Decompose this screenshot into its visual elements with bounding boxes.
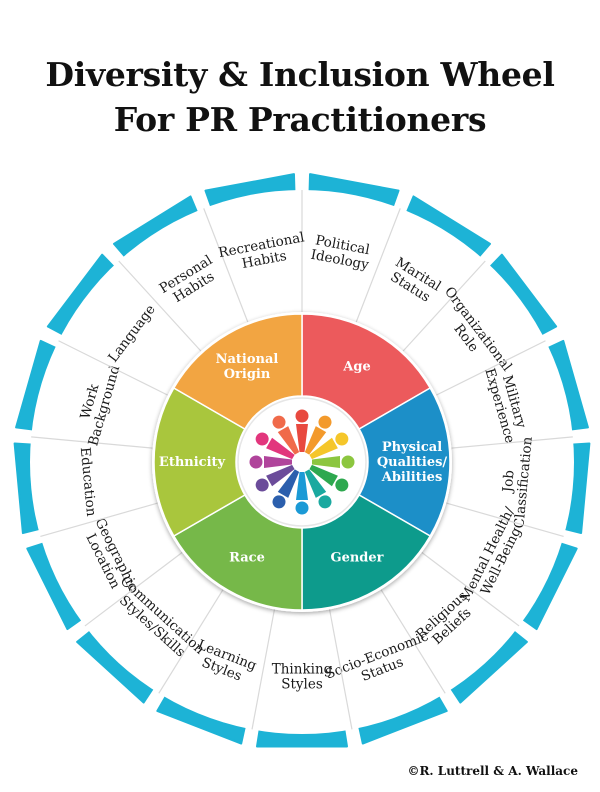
frame-segment: [256, 729, 348, 748]
outer-divider: [203, 208, 249, 323]
outer-divider: [84, 551, 183, 627]
outer-divider: [446, 502, 564, 538]
outer-divider: [355, 208, 401, 323]
outer-divider: [31, 436, 153, 449]
outer-divider: [421, 551, 520, 627]
inner-segment: [172, 313, 303, 431]
outer-divider: [40, 502, 158, 538]
person-icon: [309, 464, 349, 492]
frame-segment: [358, 696, 448, 745]
person-icon: [312, 455, 355, 469]
person-icon: [255, 464, 295, 492]
frame-segment: [522, 542, 578, 631]
title-line-1: Diversity & Inclusion Wheel: [45, 55, 555, 94]
outer-divider: [118, 260, 202, 352]
inner-segment: [358, 386, 451, 538]
outer-divider: [251, 609, 276, 730]
copyright-text: ©R. Luttrell & A. Wallace: [407, 764, 578, 778]
outer-divider: [380, 589, 446, 694]
center-hub: [237, 397, 367, 527]
outer-divider: [58, 340, 168, 396]
inner-segment: [301, 493, 432, 611]
outer-divider: [158, 589, 224, 694]
frame-segment: [308, 173, 400, 207]
center-dot: [296, 456, 308, 468]
frame-segment: [406, 195, 492, 257]
frame-segment: [156, 696, 246, 745]
inner-segment-label: Ethnicity: [159, 455, 226, 470]
inner-segment: [172, 493, 303, 611]
inner-segment-label: Gender: [330, 550, 383, 565]
person-icon: [295, 409, 309, 452]
person-icon: [295, 472, 309, 515]
inner-segment: [301, 313, 432, 431]
title-line-2: For PR Practitioners: [113, 100, 487, 139]
person-icon: [272, 469, 300, 509]
inner-segment: [153, 386, 246, 538]
inner-segment-label: Race: [229, 550, 265, 565]
outer-divider: [402, 260, 486, 352]
inner-segment-label: Age: [342, 360, 370, 375]
person-icon: [304, 469, 332, 509]
person-icon: [255, 432, 295, 460]
frame-segment: [450, 630, 528, 704]
person-icon: [272, 415, 300, 455]
outer-divider: [436, 340, 546, 396]
outer-segment-label: Education: [77, 447, 99, 518]
outer-divider: [328, 609, 353, 730]
person-icon: [249, 455, 292, 469]
frame-segment: [204, 173, 296, 207]
person-icon: [309, 432, 349, 460]
person-icon: [304, 415, 332, 455]
outer-divider: [451, 436, 573, 449]
frame-segment: [46, 253, 115, 336]
